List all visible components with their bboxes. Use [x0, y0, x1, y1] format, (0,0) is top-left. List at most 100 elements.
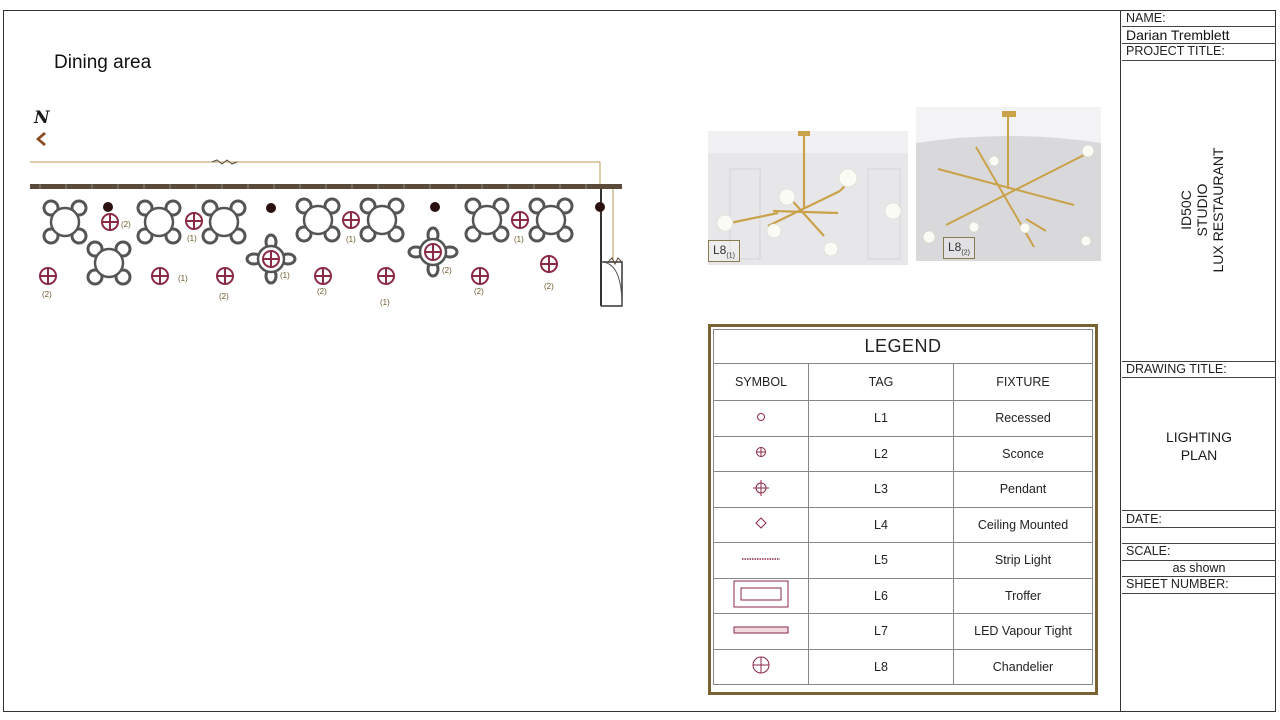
chandelier-symbol: [151, 267, 169, 285]
legend-fixture: Chandelier: [953, 648, 1093, 685]
north-label: N: [34, 108, 50, 128]
divider: [1122, 510, 1276, 511]
legend-symbol: [713, 542, 809, 579]
dining-table: [42, 199, 88, 245]
recessed-dot: [103, 202, 113, 212]
fixture-count-label: (1): [187, 234, 197, 243]
chandelier-symbol: [216, 267, 234, 285]
title-block: NAME: Darian Tremblett PROJECT TITLE: ID…: [1122, 10, 1276, 712]
fixture-count-label: (1): [280, 271, 290, 280]
drawing-title-line-1: LIGHTING: [1165, 429, 1233, 445]
legend-row: L1 Recessed: [713, 400, 1093, 437]
legend-tag: L8: [808, 648, 954, 685]
chandelier-photo-1: [708, 131, 908, 265]
divider: [1122, 60, 1276, 61]
switch-symbol: [607, 257, 623, 266]
recessed-dot: [430, 202, 440, 212]
legend-symbol: [713, 613, 809, 650]
date-label: DATE:: [1126, 512, 1162, 526]
legend-tag: L5: [808, 542, 954, 579]
chandelier-symbol: [262, 250, 280, 268]
legend-tag: L7: [808, 613, 954, 650]
divider: [1122, 43, 1276, 44]
legend-title: LEGEND: [713, 329, 1093, 364]
wall-panel: [729, 168, 761, 260]
legend-row: L7 LED Vapour Tight: [713, 613, 1093, 650]
table-top: [93, 247, 125, 279]
legend-fixture: Recessed: [953, 400, 1093, 437]
drawing-title-line-2: PLAN: [1180, 447, 1218, 463]
chandelier-symbol: [471, 267, 489, 285]
project-line-1: ID50C: [1178, 190, 1194, 230]
legend-symbol: [713, 506, 809, 543]
legend-fixture: LED Vapour Tight: [953, 613, 1093, 650]
dining-table: [407, 226, 459, 278]
chandelier-symbol: [101, 213, 119, 231]
photo-tag-1: L8(1): [708, 240, 740, 263]
led-vapour-tight-icon: [733, 626, 789, 634]
strip-light-icon: [742, 558, 780, 560]
dining-table: [136, 199, 182, 245]
canopy: [1002, 111, 1016, 117]
legend-header-tag: TAG: [808, 363, 954, 401]
dining-table: [464, 197, 510, 243]
plan-items: (2)(1)(2)(1)(2)(1)(2)(1)(1)(2)(2)(1)(2): [39, 197, 605, 307]
chandelier-symbol: [511, 211, 529, 229]
chandelier-photo-2: [916, 107, 1101, 261]
chandelier-symbol: [314, 267, 332, 285]
dining-table: [359, 197, 405, 243]
dining-table: [295, 197, 341, 243]
photo-tag-1-label: L8: [713, 243, 727, 257]
fixture-count-label: (1): [346, 235, 356, 244]
chandelier-icon: [752, 656, 770, 674]
photo-tag-2-label: L8: [948, 240, 962, 254]
legend-symbol: [713, 648, 809, 685]
photo-tag-2-qty: (2): [961, 249, 970, 257]
photo-ceiling: [708, 131, 908, 153]
fixture-count-label: (1): [380, 298, 390, 307]
north-arrow-icon: [36, 132, 46, 146]
switch-symbol: [211, 159, 238, 165]
dining-area-title: Dining area: [54, 52, 152, 73]
fixture-count-label: (2): [442, 266, 452, 275]
project-line-3: LUX RESTAURANT: [1210, 147, 1226, 273]
legend-symbol: [713, 471, 809, 508]
legend: LEGEND SYMBOL TAG FIXTURE L1 Recessed L2…: [708, 324, 1098, 695]
recessed-dot: [595, 202, 605, 212]
fixture-count-label: (2): [42, 290, 52, 299]
fixture-count-label: (2): [474, 287, 484, 296]
author-name: Darian Tremblett: [1126, 27, 1230, 43]
title-block-divider: [1120, 10, 1121, 712]
table-top: [49, 206, 81, 238]
dining-table: [201, 199, 247, 245]
divider: [1122, 26, 1276, 27]
divider: [1122, 593, 1276, 594]
sconce-icon: [756, 447, 766, 458]
legend-fixture: Pendant: [953, 471, 1093, 508]
name-label: NAME:: [1126, 11, 1166, 25]
door-swing: [600, 261, 623, 307]
legend-symbol: [713, 435, 809, 472]
fixture-count-label: (2): [317, 287, 327, 296]
legend-fixture: Ceiling Mounted: [953, 506, 1093, 543]
divider: [1122, 560, 1276, 561]
legend-header-symbol: SYMBOL: [713, 363, 809, 401]
recessed-icon: [757, 412, 765, 421]
table-top: [143, 206, 175, 238]
chandelier-icon: [729, 131, 854, 237]
legend-row: L2 Sconce: [713, 435, 1093, 472]
divider: [1122, 361, 1276, 362]
divider: [1122, 576, 1276, 577]
chandelier-symbol: [185, 212, 203, 230]
legend-tag: L2: [808, 435, 954, 472]
chandelier-symbol: [424, 243, 442, 261]
fixture-count-label: (1): [178, 274, 188, 283]
chandelier-symbol: [39, 267, 57, 285]
drawing-title: LIGHTING PLAN: [1122, 428, 1276, 464]
photo-tag-1-qty: (1): [726, 252, 735, 260]
project-title-label: PROJECT TITLE:: [1126, 44, 1225, 58]
table-top: [302, 204, 334, 236]
bulbs: [716, 168, 902, 257]
divider: [1122, 527, 1276, 528]
chandelier-symbol: [342, 211, 360, 229]
